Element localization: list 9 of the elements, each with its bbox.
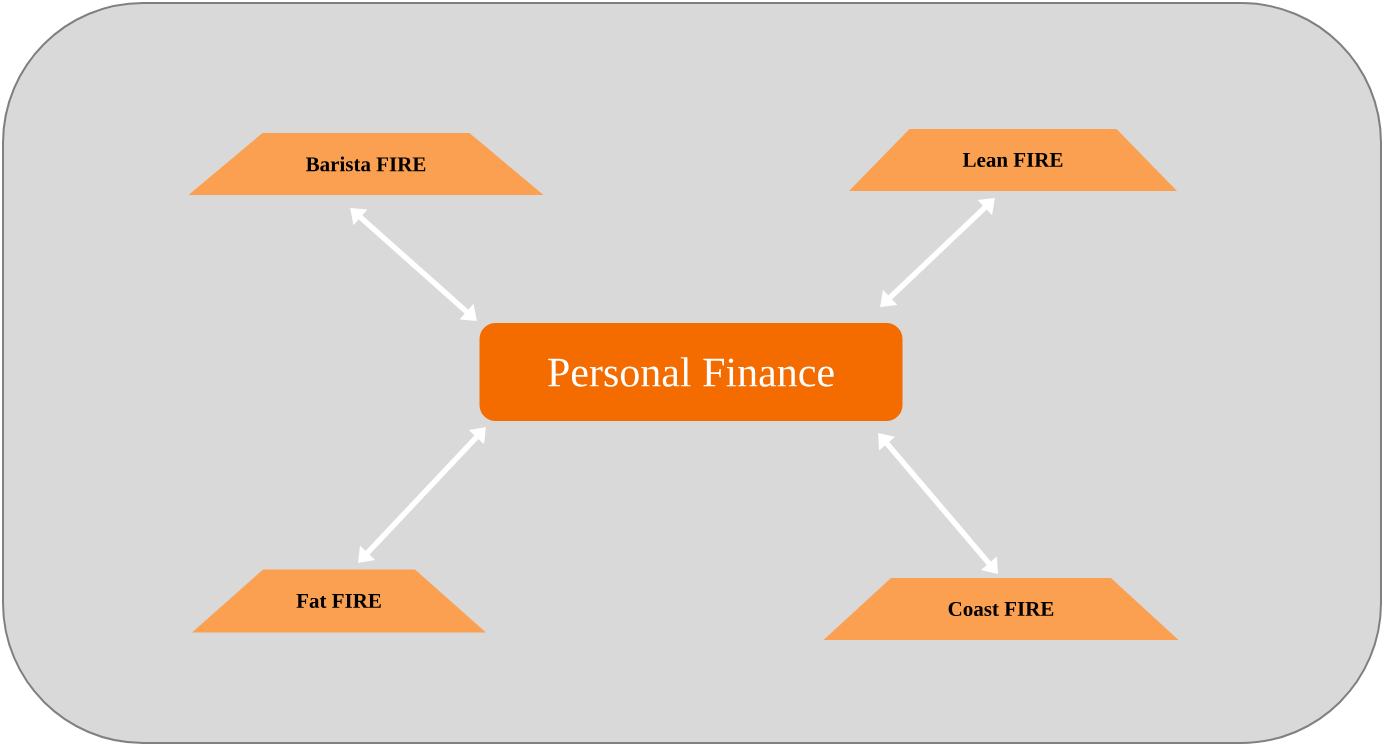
arrow bbox=[350, 208, 477, 321]
arrow bbox=[358, 427, 486, 563]
arrow bbox=[878, 433, 998, 574]
topic-box: Personal Finance bbox=[479, 323, 903, 421]
trapezoid-box: Barista FIRE bbox=[188, 133, 544, 195]
trapezoid-box: Lean FIRE bbox=[849, 129, 1177, 191]
trapezoid-box: Coast FIRE bbox=[823, 578, 1179, 640]
arrow bbox=[880, 198, 995, 307]
trapezoid-box: Fat FIRE bbox=[192, 569, 486, 633]
